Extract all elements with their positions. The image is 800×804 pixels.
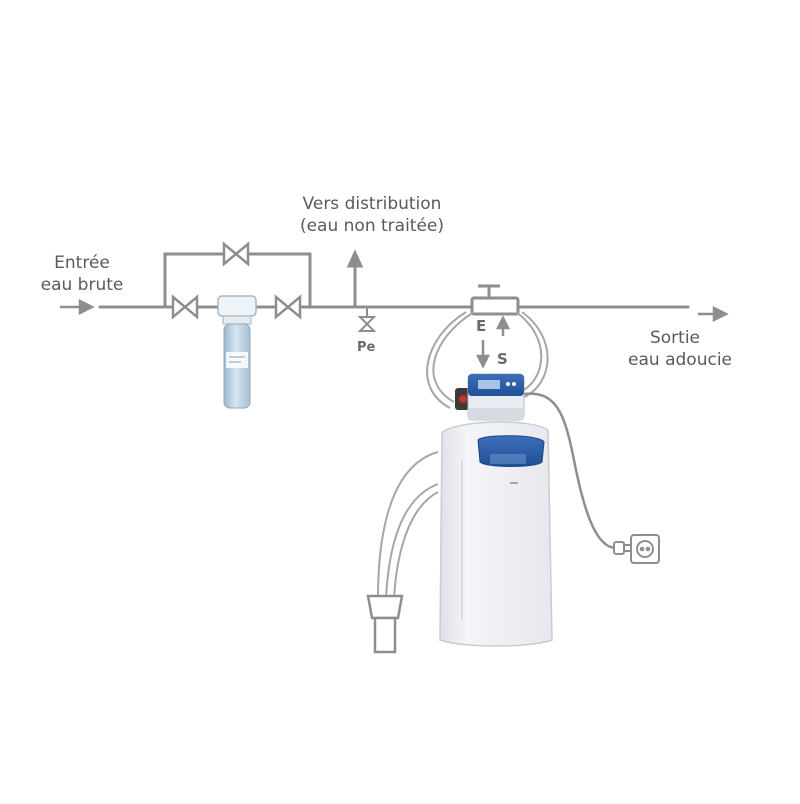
drain-funnel <box>366 594 404 654</box>
sediment-filter <box>217 295 257 409</box>
power-plug-icon <box>613 541 630 555</box>
outlet-arrow-icon <box>698 305 729 323</box>
pressure-gauge-label: Pe <box>357 340 376 355</box>
distribution-branch <box>346 249 364 307</box>
inlet-arrow-icon <box>60 298 95 316</box>
power-cable <box>523 392 617 550</box>
power-socket-icon <box>630 534 660 564</box>
inlet-label: Entrée eau brute <box>34 252 130 296</box>
inlet-label-line1: Entrée <box>54 253 110 273</box>
water-softener <box>439 421 553 647</box>
filter-outlet-valve-icon <box>274 294 302 320</box>
entry-port-label: E <box>476 317 487 335</box>
control-valve-head <box>455 373 525 421</box>
distribution-label: Vers distribution (eau non traitée) <box>272 193 472 237</box>
outlet-label-line2: eau adoucie <box>628 350 732 370</box>
distribution-label-line1: Vers distribution <box>302 194 442 214</box>
filter-inlet-valve-icon <box>171 294 199 320</box>
drain-hoses <box>377 451 439 599</box>
inlet-label-line2: eau brute <box>40 275 124 295</box>
exit-port-label: S <box>497 350 508 368</box>
outlet-label: Sortie eau adoucie <box>600 327 732 371</box>
bypass-valve-head <box>470 284 520 316</box>
pressure-point-valve-icon <box>357 307 377 332</box>
entry-arrow-icon <box>475 340 491 369</box>
outlet-label-line1: Sortie <box>649 328 700 348</box>
distribution-label-line2: (eau non traitée) <box>299 216 445 236</box>
exit-arrow-icon <box>495 315 511 336</box>
bypass-valve-icon <box>222 241 250 267</box>
